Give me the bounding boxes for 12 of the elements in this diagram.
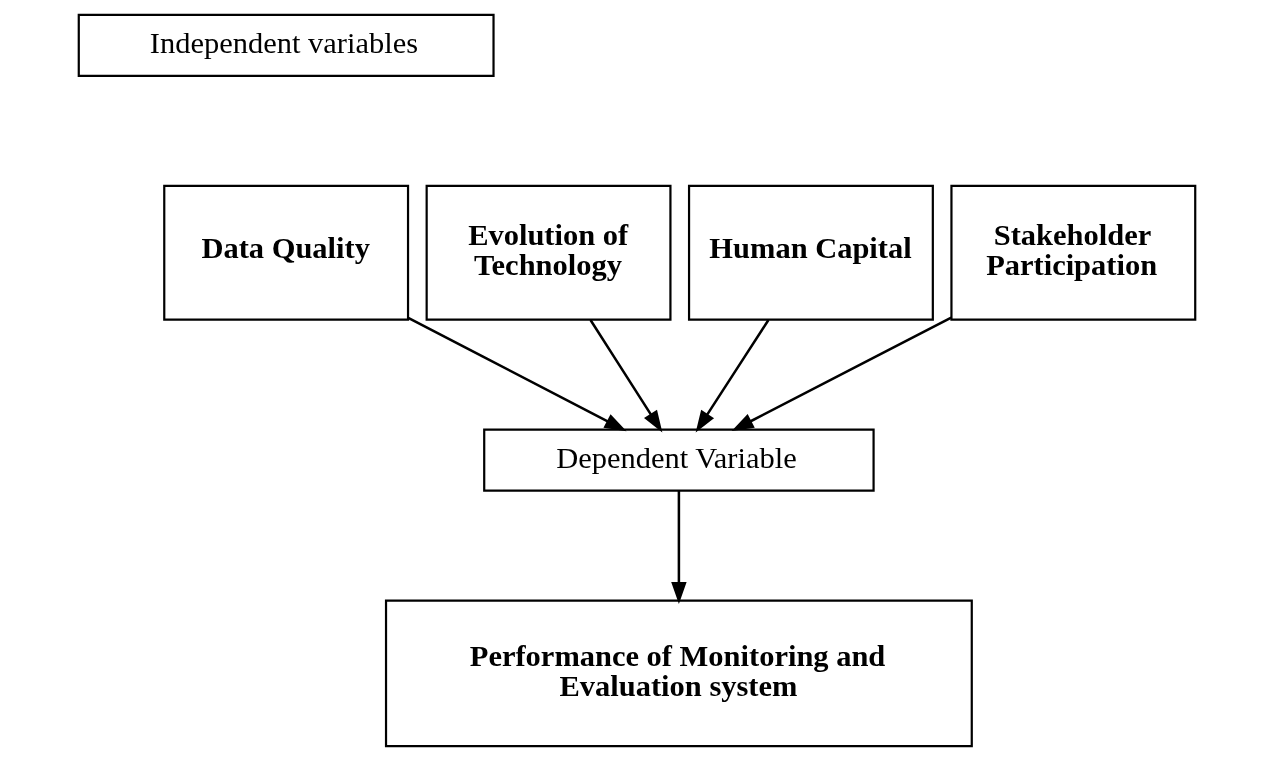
arrow <box>695 319 769 433</box>
node-box: Performance of Monitoring and Evaluation system <box>384 599 973 748</box>
arrow <box>588 319 662 433</box>
arrow <box>670 490 687 605</box>
arrow <box>731 316 952 432</box>
node-box: Independent variables <box>77 13 495 77</box>
arrow <box>407 316 627 432</box>
node-box: Human Capital <box>687 184 934 321</box>
node-box: Evolution of Technology <box>425 184 672 321</box>
node-box: Stakeholder Participation <box>949 184 1196 321</box>
node-box: Data Quality <box>162 184 409 321</box>
node-box: Dependent Variable <box>482 428 875 492</box>
